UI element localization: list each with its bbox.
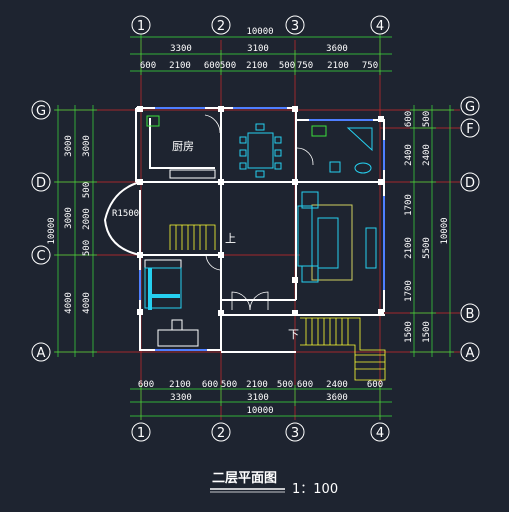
dim-top-fine: 500 xyxy=(220,61,236,71)
dim-bottom-fine: 600 xyxy=(202,380,218,390)
axis-left-c: C xyxy=(36,249,45,264)
left-dimension-text: 3000 3000 4000 3000 500 2000 500 4000 10… xyxy=(47,135,92,314)
dim-right-mid: 5500 xyxy=(422,237,432,259)
dim-left-outer: 4000 xyxy=(64,292,74,314)
axis-top-3: 3 xyxy=(291,19,299,34)
axis-bottom-1: 1 xyxy=(137,426,145,441)
axis-bottom-3: 3 xyxy=(291,426,299,441)
walls xyxy=(103,107,385,353)
dim-bottom-fine: 600 xyxy=(138,380,154,390)
dim-top-fine: 750 xyxy=(362,61,378,71)
axis-bubbles xyxy=(31,15,480,442)
axis-right-b: B xyxy=(466,307,475,322)
dim-left-total: 10000 xyxy=(47,217,57,244)
dim-top-mid: 3100 xyxy=(247,44,269,54)
dim-right-total: 10000 xyxy=(440,217,450,244)
dim-top-fine: 600 xyxy=(140,61,156,71)
stair-up-label: 上 xyxy=(225,232,236,245)
columns xyxy=(137,106,384,316)
furniture xyxy=(144,115,377,347)
dim-bottom-fine: 2100 xyxy=(246,380,268,390)
axis-left-g: G xyxy=(36,104,46,119)
axis-bottom-4: 4 xyxy=(376,426,384,441)
dim-right-fine: 2100 xyxy=(404,237,414,259)
dim-left-outer: 3000 xyxy=(64,135,74,157)
dim-top-total: 10000 xyxy=(246,27,273,37)
door-swings xyxy=(204,114,314,311)
windows xyxy=(139,107,385,351)
dim-top-mid: 3300 xyxy=(170,44,192,54)
dim-right-mid: 1500 xyxy=(422,321,432,343)
dim-right-fine: 2400 xyxy=(404,144,414,166)
drawing-scale: 1：100 xyxy=(292,482,338,497)
axis-top-4: 4 xyxy=(376,19,384,34)
dimension-lines xyxy=(54,33,454,420)
dim-top-mid: 3600 xyxy=(326,44,348,54)
dim-top-fine: 2100 xyxy=(327,61,349,71)
dim-top-fine: 2100 xyxy=(169,61,191,71)
stair-down-label: 下 xyxy=(288,328,299,341)
dim-top-fine: 500 xyxy=(279,61,295,71)
dim-bottom-mid: 3100 xyxy=(247,393,269,403)
drawing-title: 二层平面图 xyxy=(212,471,277,486)
dim-top-fine: 750 xyxy=(297,61,313,71)
axis-grid-lines xyxy=(55,40,460,420)
axis-labels: 1 2 3 4 1 2 3 4 G D C A G F D B A xyxy=(36,19,475,441)
dim-right-fine: 1700 xyxy=(404,280,414,302)
axis-right-f: F xyxy=(466,122,473,137)
axis-top-1: 1 xyxy=(137,19,145,34)
right-dimension-text: 600 2400 1700 2100 1700 1500 500 2400 55… xyxy=(404,111,450,343)
dim-bottom-mid: 3300 xyxy=(170,393,192,403)
axis-top-2: 2 xyxy=(217,19,225,34)
axis-bottom-2: 2 xyxy=(217,426,225,441)
dim-bottom-fine: 2100 xyxy=(169,380,191,390)
dim-left-inner: 3000 xyxy=(82,135,92,157)
dim-top-fine: 2100 xyxy=(246,61,268,71)
axis-left-a: A xyxy=(37,346,46,361)
dim-right-mid: 500 xyxy=(422,111,432,127)
dim-bottom-fine: 600 xyxy=(297,380,313,390)
axis-left-d: D xyxy=(36,176,46,191)
dim-left-inner: 2000 xyxy=(82,208,92,230)
dim-left-inner: 500 xyxy=(82,182,92,198)
stairs xyxy=(169,224,386,381)
dim-right-fine: 600 xyxy=(404,111,414,127)
dim-bottom-fine: 600 xyxy=(367,380,383,390)
dim-right-fine: 1700 xyxy=(404,194,414,216)
kitchen-label: 厨房 xyxy=(172,140,194,153)
dim-top-fine: 600 xyxy=(204,61,220,71)
axis-right-a: A xyxy=(466,346,475,361)
dim-left-outer: 3000 xyxy=(64,207,74,229)
dim-bottom-fine: 500 xyxy=(221,380,237,390)
dim-right-fine: 1500 xyxy=(404,321,414,343)
dim-left-inner: 4000 xyxy=(82,292,92,314)
dim-bottom-fine: 500 xyxy=(277,380,293,390)
dim-bottom-total: 10000 xyxy=(246,406,273,416)
dim-right-mid: 2400 xyxy=(422,144,432,166)
axis-right-g: G xyxy=(465,100,475,115)
bottom-dimension-text: 600 2100 600 500 2100 500 600 2400 600 3… xyxy=(138,380,383,416)
top-dimension-text: 10000 3300 3100 3600 600 2100 600 500 21… xyxy=(140,27,378,71)
axis-right-d: D xyxy=(465,176,475,191)
dim-left-inner: 500 xyxy=(82,240,92,256)
dim-bottom-mid: 3600 xyxy=(326,393,348,403)
radius-label: R1500 xyxy=(112,209,139,219)
dim-bottom-fine: 2400 xyxy=(326,380,348,390)
